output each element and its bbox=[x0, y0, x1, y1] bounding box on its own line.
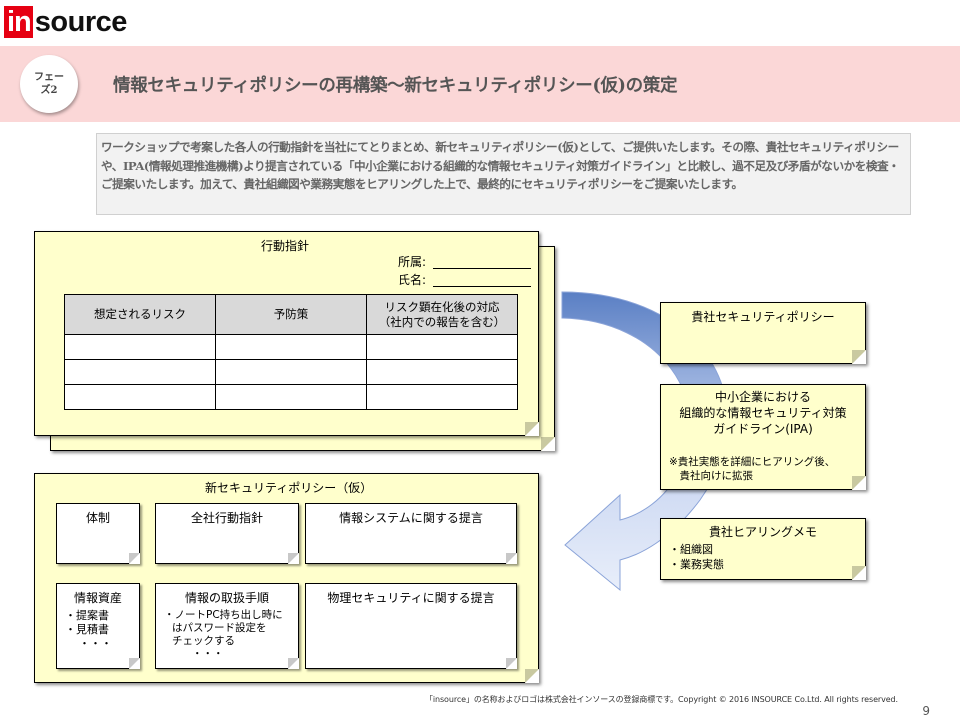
header-risk: 想定されるリスク bbox=[64, 294, 216, 335]
list-item: ・見積書 bbox=[65, 623, 109, 636]
policy-title: 新セキュリティポリシー（仮） bbox=[205, 481, 373, 495]
memo-item-2: ・業務実態 bbox=[669, 558, 724, 571]
handling-label: 情報の取扱手順 bbox=[184, 591, 269, 605]
memo-note: 貴社ヒアリングメモ ・組織図 ・業務実態 bbox=[660, 518, 866, 580]
info-system-label: 情報システムに関する提言 bbox=[339, 511, 483, 525]
table-row bbox=[64, 359, 518, 385]
risk-table: 想定されるリスク 予防策 リスク顕在化後の対応 （社内での報告を含む） bbox=[64, 294, 518, 410]
phase-badge: フェー ズ2 bbox=[20, 55, 78, 113]
memo-item-1: ・組織図 bbox=[669, 543, 713, 556]
handling-list: ・ノートPC持ち出し時に はパスワード設定を チェックする ・・・ bbox=[164, 609, 298, 661]
info-system-box: 情報システムに関する提言 bbox=[305, 503, 517, 564]
header-prevention: 予防策 bbox=[215, 294, 367, 335]
table-cell bbox=[366, 359, 518, 385]
affiliation-label: 所属: bbox=[398, 255, 427, 269]
list-item: ・・・ bbox=[192, 648, 224, 660]
list-item: チェックする bbox=[172, 635, 235, 647]
physical-box: 物理セキュリティに関する提言 bbox=[305, 583, 517, 669]
sec-policy-note: 貴社セキュリティポリシー bbox=[660, 302, 866, 364]
copyright-footer: 「insource」の名称およびロゴは株式会社インソースの登録商標です。Copy… bbox=[425, 695, 898, 704]
name-line bbox=[433, 286, 531, 287]
table-cell bbox=[64, 359, 216, 385]
table-cell bbox=[215, 334, 367, 360]
table-cell bbox=[215, 359, 367, 385]
physical-label: 物理セキュリティに関する提言 bbox=[327, 591, 495, 605]
title-banner bbox=[0, 46, 960, 122]
info-assets-list: ・提案書 ・見積書 ・・・ bbox=[65, 609, 139, 651]
memo-title: 貴社ヒアリングメモ bbox=[708, 525, 817, 539]
table-cell bbox=[64, 384, 216, 410]
guideline-title: 中小企業における 組織的な情報セキュリティ対策 ガイドライン(IPA) bbox=[679, 390, 847, 436]
table-cell bbox=[215, 384, 367, 410]
info-assets-label: 情報資産 bbox=[73, 591, 122, 605]
table-row bbox=[64, 384, 518, 410]
list-item: ・・・ bbox=[79, 637, 112, 650]
guideline-note-text: ※貴社実態を詳細にヒアリング後、 貴社向けに拡張 bbox=[669, 456, 836, 482]
list-item: ・ノートPC持ち出し時に bbox=[164, 609, 283, 621]
company-action-label: 全社行動指針 bbox=[190, 511, 263, 525]
table-cell bbox=[366, 384, 518, 410]
structure-box: 体制 bbox=[56, 503, 140, 564]
page-number: 9 bbox=[922, 704, 930, 718]
company-action-box: 全社行動指針 bbox=[155, 503, 299, 564]
arrow-body bbox=[561, 291, 728, 592]
list-item: はパスワード設定を bbox=[172, 622, 267, 634]
logo-source: source bbox=[34, 6, 128, 38]
intro-text: ワークショップで考案した各人の行動指針を当社にてとりまとめ、新セキュリティポリシ… bbox=[96, 133, 911, 215]
insource-logo: in source bbox=[4, 6, 127, 38]
table-cell bbox=[366, 334, 518, 360]
sec-policy-label: 貴社セキュリティポリシー bbox=[691, 310, 835, 324]
affiliation-line bbox=[433, 268, 531, 269]
handling-box: 情報の取扱手順 ・ノートPC持ち出し時に はパスワード設定を チェックする ・・… bbox=[155, 583, 299, 669]
name-label: 氏名: bbox=[398, 273, 427, 287]
table-row bbox=[64, 334, 518, 360]
header-response: リスク顕在化後の対応 （社内での報告を含む） bbox=[366, 294, 518, 335]
info-assets-box: 情報資産 ・提案書 ・見積書 ・・・ bbox=[56, 583, 140, 669]
logo-in: in bbox=[4, 6, 33, 38]
slide-title: 情報セキュリティポリシーの再構築～新セキュリティポリシー(仮)の策定 bbox=[113, 76, 678, 96]
structure-label: 体制 bbox=[85, 511, 110, 525]
guideline-note: 中小企業における 組織的な情報セキュリティ対策 ガイドライン(IPA) ※貴社実… bbox=[660, 384, 866, 490]
action-title: 行動指針 bbox=[261, 239, 310, 253]
list-item: ・提案書 bbox=[65, 609, 109, 622]
table-cell bbox=[64, 334, 216, 360]
